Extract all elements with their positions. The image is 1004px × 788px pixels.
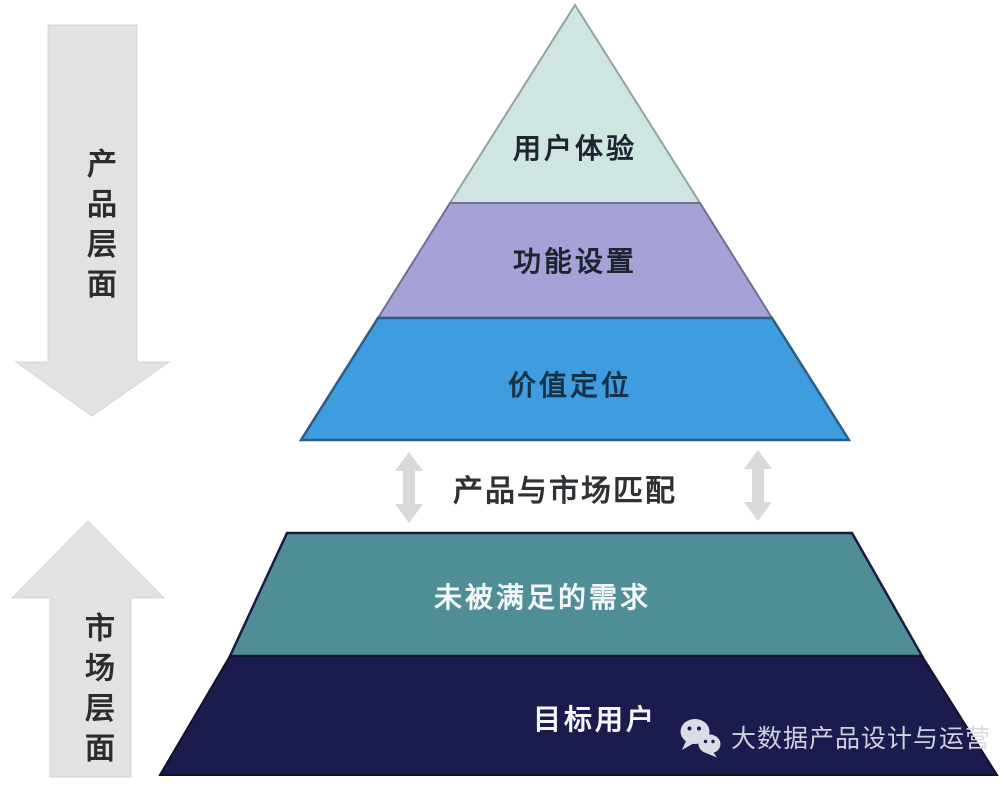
pyramid-layer-feature-set bbox=[376, 202, 774, 319]
market-level-arrow-up bbox=[10, 520, 166, 778]
market-layer-unmet-needs bbox=[228, 531, 925, 658]
product-level-arrow-down bbox=[14, 24, 171, 417]
fit-double-arrow-right bbox=[744, 450, 772, 521]
market-layer-target-users bbox=[158, 655, 999, 776]
pyramid-layer-value-proposition bbox=[298, 316, 852, 442]
pyramid-layer-user-experience bbox=[448, 3, 702, 204]
fit-double-arrow-left bbox=[395, 452, 423, 523]
